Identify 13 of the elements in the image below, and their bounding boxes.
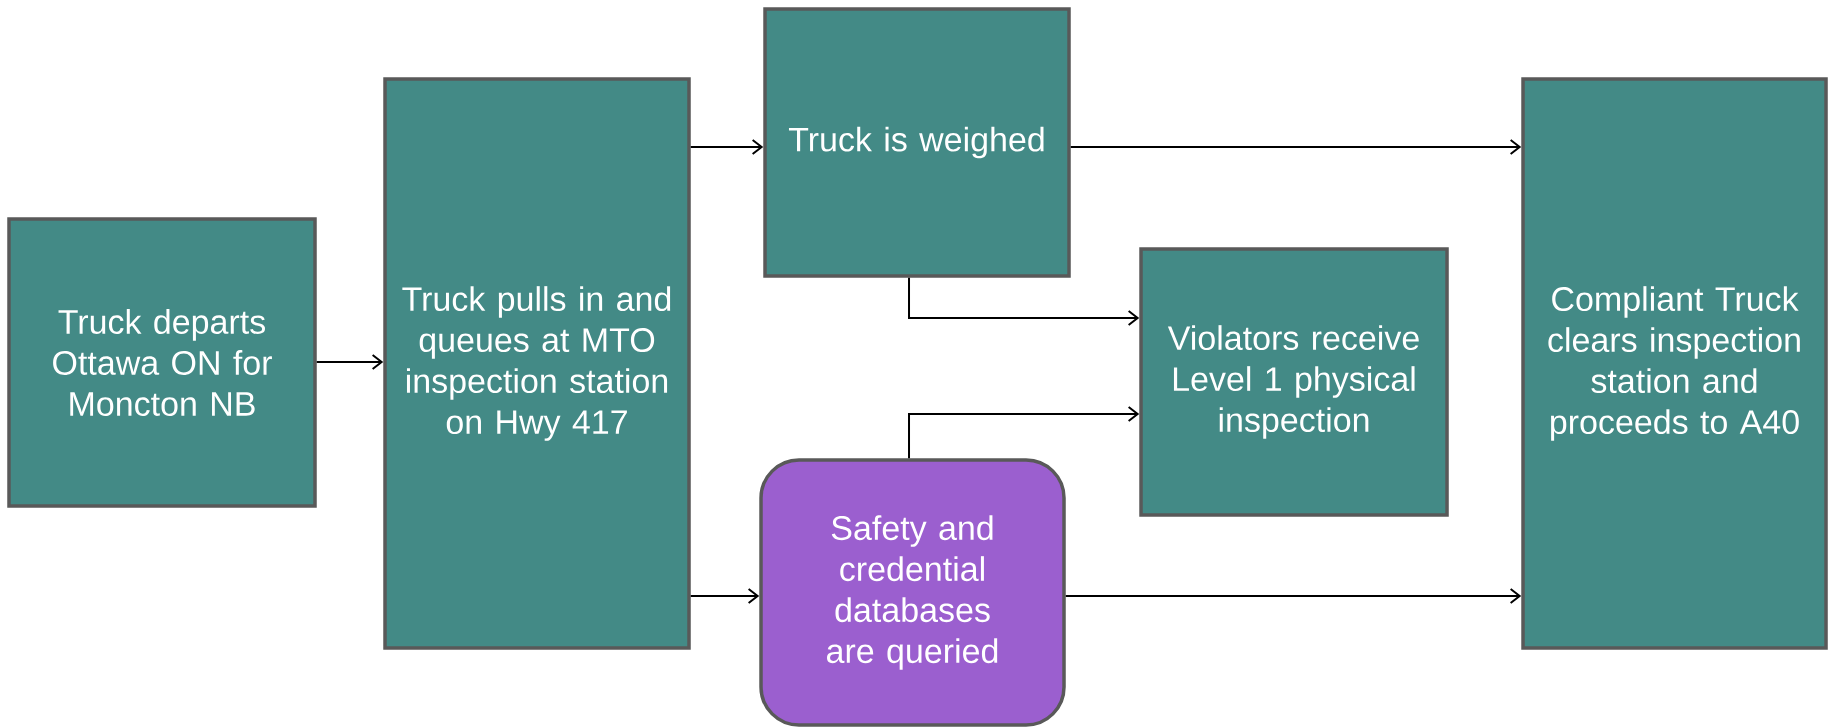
process-box: Safety and credential databases are queried (759, 458, 1066, 727)
process-box: Violators receive Level 1 physical inspection (1139, 247, 1449, 517)
arrow (689, 139, 764, 155)
arrow (689, 588, 760, 604)
process-box: Compliant Truck clears inspection station and proceeds to A40 (1521, 77, 1828, 650)
arrow (908, 406, 1140, 460)
arrow (315, 354, 384, 370)
process-box: Truck departs Ottawa ON for Moncton NB (7, 217, 317, 508)
arrow (1069, 139, 1522, 155)
process-box: Truck pulls in and queues at MTO inspection station on Hwy 417 (383, 77, 691, 650)
arrow (908, 276, 1140, 326)
process-box: Truck is weighed (763, 7, 1071, 278)
arrow (1064, 588, 1522, 604)
